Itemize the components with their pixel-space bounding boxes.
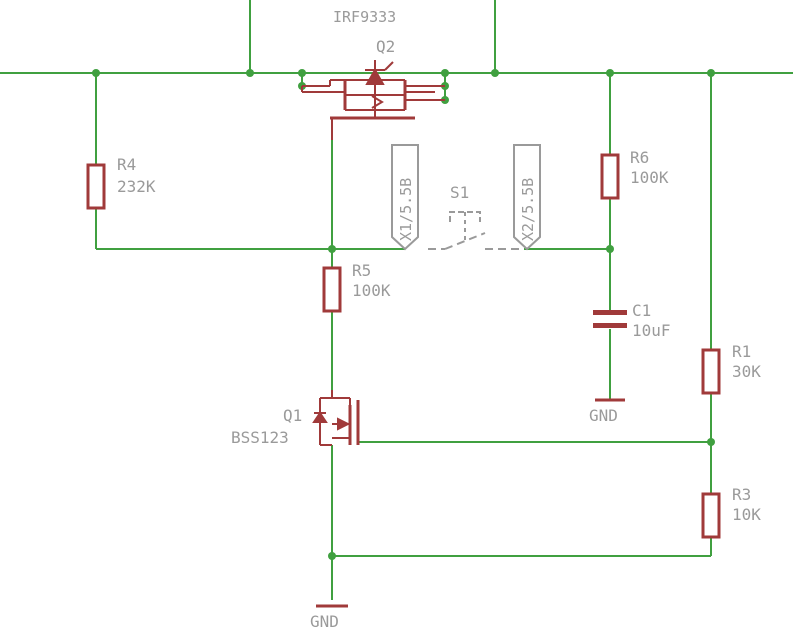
junction-dot (606, 245, 614, 253)
r3-value-label: 10K (732, 505, 761, 524)
r1-name-label: R1 (732, 342, 751, 361)
c1-plate-top (593, 310, 627, 315)
r3-resistor (701, 492, 721, 539)
r3-name-label: R3 (732, 485, 751, 504)
r1-resistor (701, 348, 721, 395)
junction-dot (328, 245, 336, 253)
q1-mosfet (312, 390, 360, 446)
x1-connector: X1/5.5B (391, 144, 419, 251)
r4-name-label: R4 (117, 155, 136, 174)
r4-value-label: 232K (117, 177, 156, 196)
x1-flag (391, 144, 419, 251)
wires (0, 0, 793, 600)
q1-value-label: BSS123 (231, 428, 289, 447)
junction-dot (328, 552, 336, 560)
q2-diode-arrow (365, 67, 385, 85)
x2-label: X2/5.5B (519, 178, 537, 241)
c1-capacitor (593, 310, 627, 328)
q1-diode-arrow (312, 411, 328, 423)
q1-name-label: Q1 (283, 406, 302, 425)
q1-arrow (337, 417, 351, 431)
junction-dot (707, 69, 715, 77)
r6-resistor (600, 153, 620, 200)
junction-dot (606, 69, 614, 77)
r6-name-label: R6 (630, 148, 649, 167)
r5-resistor (322, 266, 342, 313)
s1-switch (428, 211, 520, 250)
r1-value-label: 30K (732, 362, 761, 381)
main-ground-label: GND (310, 612, 339, 631)
junction-dot (441, 69, 449, 77)
r5-value-label: 100K (352, 281, 391, 300)
junctions (92, 69, 715, 560)
s1-name-label: S1 (450, 183, 469, 202)
s1-actuator (449, 211, 481, 222)
r4-resistor (86, 163, 106, 210)
c1-name-label: C1 (632, 301, 651, 320)
x1-label: X1/5.5B (397, 178, 415, 241)
c1-value-label: 10uF (632, 321, 671, 340)
q2-zener-tail (384, 61, 394, 71)
junction-dot (92, 69, 100, 77)
junction-dot (707, 438, 715, 446)
r6-value-label: 100K (630, 168, 669, 187)
r5-name-label: R5 (352, 261, 371, 280)
x2-connector: X2/5.5B (513, 144, 541, 251)
q2-arrow (371, 95, 384, 109)
s1-contact (444, 232, 486, 250)
c1-plate-bottom (593, 323, 627, 328)
junction-dot (246, 69, 254, 77)
q2-name-label: Q2 (376, 37, 395, 56)
x2-flag (513, 144, 541, 251)
junction-dot (491, 69, 499, 77)
q2-value-label: IRF9333 (333, 8, 396, 26)
c1-ground-label: GND (589, 406, 618, 425)
q2-mosfet (301, 60, 445, 140)
junction-dot (298, 69, 306, 77)
